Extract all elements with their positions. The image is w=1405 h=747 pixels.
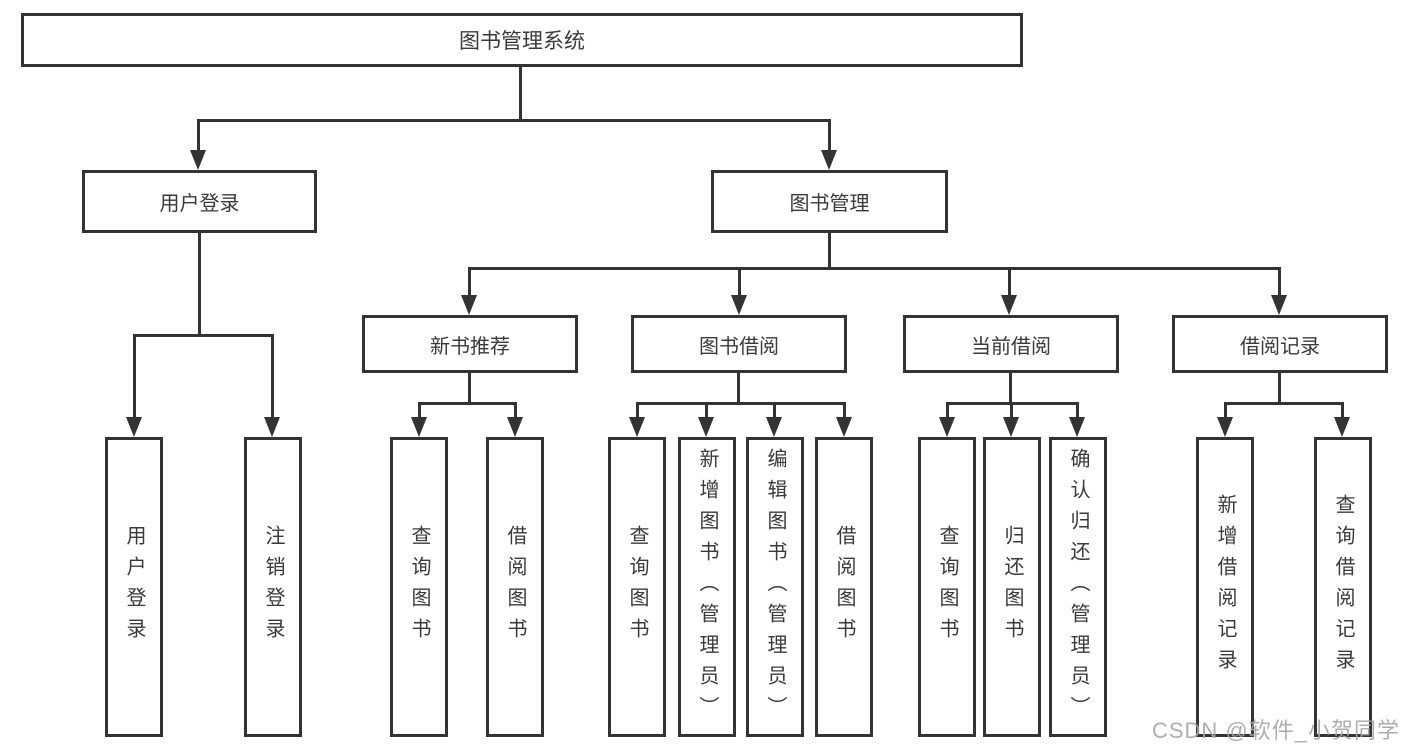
connector-drop-leaf (773, 402, 776, 417)
connector-stem (468, 373, 471, 405)
connector-book-management-stem (828, 233, 831, 270)
connector-drop-borrow-record (1278, 267, 1281, 295)
leaf-add-borrow-record-label: 新增借阅记录 (1214, 494, 1236, 680)
connector-drop-book-borrow (738, 267, 741, 295)
connector-drop-current-borrow (1008, 267, 1011, 295)
leaf-add-book-admin: 新增图书（管理员） (678, 437, 736, 737)
arrow-down-icon (1003, 417, 1019, 437)
leaf-return-book: 归还图书 (983, 437, 1041, 737)
connector-drop-book-management (828, 119, 831, 151)
arrow-down-icon (836, 417, 852, 437)
node-root-label: 图书管理系统 (459, 30, 585, 53)
connector-splitter (1224, 402, 1344, 405)
connector-drop-leaf (705, 402, 708, 417)
connector-drop-leaf (1341, 402, 1344, 417)
connector-user-login-stem (198, 233, 201, 337)
arrow-down-icon (731, 295, 747, 315)
connector-drop-leaf (946, 402, 949, 417)
arrow-down-icon (1069, 417, 1085, 437)
arrow-down-icon (1334, 417, 1350, 437)
leaf-logout: 注销登录 (244, 437, 302, 737)
node-book-management: 图书管理 (711, 170, 948, 233)
leaf-query-books-borrow-label: 查询图书 (626, 525, 648, 649)
leaf-add-book-admin-label: 新增图书（管理员） (696, 447, 718, 727)
leaf-borrow-books-recommend: 借阅图书 (486, 437, 544, 737)
leaf-edit-book-admin: 编辑图书（管理员） (746, 437, 804, 737)
leaf-query-books-current: 查询图书 (918, 437, 976, 737)
leaf-add-borrow-record: 新增借阅记录 (1196, 437, 1254, 737)
leaf-query-books-recommend-label: 查询图书 (408, 525, 430, 649)
connector-drop-new-book-recommend (468, 267, 471, 295)
leaf-edit-book-admin-label: 编辑图书（管理员） (764, 447, 786, 727)
connector-drop-leaf (1010, 402, 1013, 417)
node-current-borrow: 当前借阅 (903, 315, 1119, 373)
connector-book-management-splitter (468, 267, 1281, 270)
leaf-confirm-return-admin-label: 确认归还（管理员） (1067, 447, 1089, 727)
connector-drop-leaf (418, 402, 421, 417)
connector-drop-leaf (271, 334, 274, 417)
connector-splitter (636, 402, 846, 405)
arrow-down-icon (1001, 295, 1017, 315)
connector-drop-leaf (514, 402, 517, 417)
node-user-login: 用户登录 (82, 170, 317, 233)
node-borrow-record: 借阅记录 (1172, 315, 1388, 373)
arrow-down-icon (411, 417, 427, 437)
leaf-confirm-return-admin: 确认归还（管理员） (1049, 437, 1107, 737)
connector-stem (1278, 373, 1281, 405)
leaf-user-login-label: 用户登录 (123, 525, 145, 649)
connector-drop-leaf (133, 334, 136, 417)
arrow-down-icon (939, 417, 955, 437)
connector-stem (1009, 373, 1012, 405)
arrow-down-icon (190, 150, 206, 170)
leaf-logout-label: 注销登录 (262, 525, 284, 649)
connector-root-stem (519, 67, 522, 120)
node-new-book-recommend: 新书推荐 (362, 315, 578, 373)
leaf-query-books-borrow: 查询图书 (608, 437, 666, 737)
arrow-down-icon (507, 417, 523, 437)
connector-drop-user-login (197, 119, 200, 151)
leaf-query-books-recommend: 查询图书 (390, 437, 448, 737)
leaf-return-book-label: 归还图书 (1001, 525, 1023, 649)
node-book-borrow-label: 图书借阅 (699, 335, 779, 358)
connector-drop-leaf (636, 402, 639, 417)
leaf-borrow-books-recommend-label: 借阅图书 (504, 525, 526, 649)
node-root: 图书管理系统 (21, 13, 1023, 67)
arrow-down-icon (264, 417, 280, 437)
connector-root-splitter (197, 119, 831, 122)
arrow-down-icon (629, 417, 645, 437)
connector-user-login-splitter (133, 334, 274, 337)
node-borrow-record-label: 借阅记录 (1240, 335, 1320, 358)
connector-drop-leaf (843, 402, 846, 417)
leaf-borrow-books-label: 借阅图书 (833, 525, 855, 649)
node-current-borrow-label: 当前借阅 (971, 335, 1051, 358)
arrow-down-icon (698, 417, 714, 437)
arrow-down-icon (126, 417, 142, 437)
node-user-login-label: 用户登录 (159, 193, 240, 215)
node-book-management-label: 图书管理 (789, 193, 870, 215)
leaf-query-borrow-record-label: 查询借阅记录 (1332, 494, 1354, 680)
arrow-down-icon (1271, 295, 1287, 315)
leaf-query-borrow-record: 查询借阅记录 (1314, 437, 1372, 737)
leaf-query-books-current-label: 查询图书 (936, 525, 958, 649)
leaf-user-login: 用户登录 (105, 437, 163, 737)
connector-drop-leaf (1224, 402, 1227, 417)
node-book-borrow: 图书借阅 (631, 315, 847, 373)
leaf-borrow-books: 借阅图书 (815, 437, 873, 737)
arrow-down-icon (821, 150, 837, 170)
connector-drop-leaf (1076, 402, 1079, 417)
connector-splitter (418, 402, 517, 405)
connector-stem (737, 373, 740, 405)
arrow-down-icon (1217, 417, 1233, 437)
watermark: CSDN @软件_小贺同学 (1151, 718, 1400, 743)
node-new-book-recommend-label: 新书推荐 (430, 335, 510, 358)
arrow-down-icon (461, 295, 477, 315)
arrow-down-icon (766, 417, 782, 437)
